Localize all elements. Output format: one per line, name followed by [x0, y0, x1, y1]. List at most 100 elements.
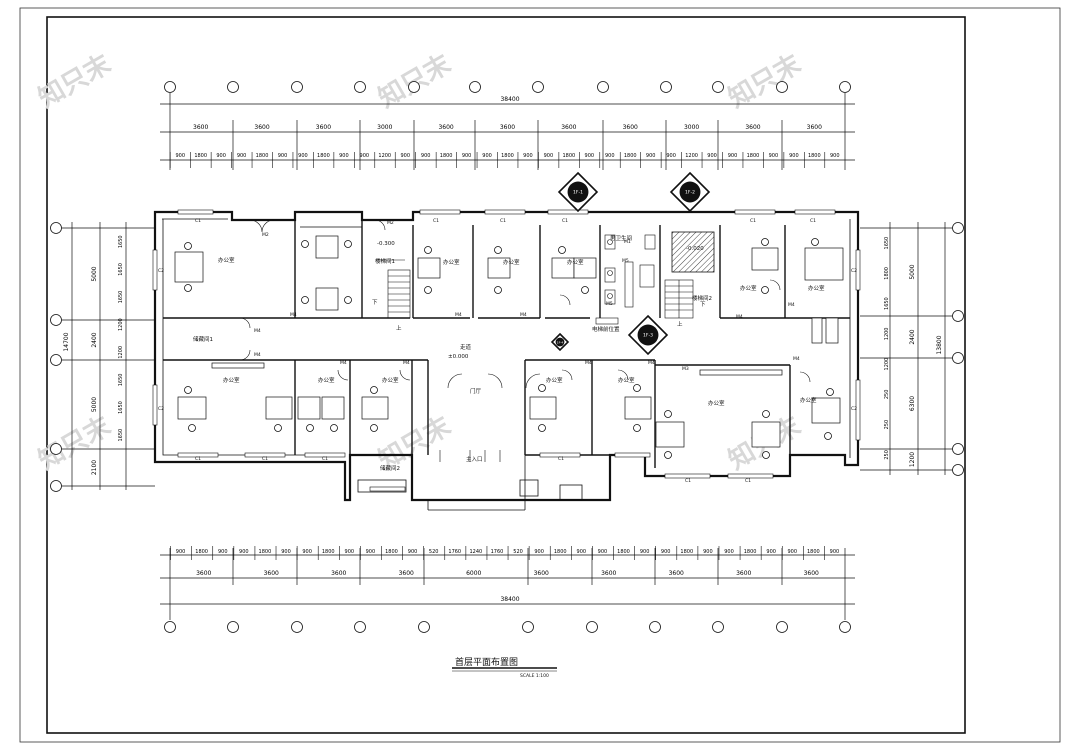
bottom-total-dimension: 38400 [500, 596, 519, 603]
bay-dimension: 3600 [561, 124, 576, 131]
sub-dimension: 900 [298, 153, 308, 159]
sub-dimension: 1800 [617, 549, 630, 555]
side-sub-dimension: 250 [884, 450, 890, 460]
sub-dimension: 900 [605, 153, 615, 159]
sub-dimension: 900 [523, 153, 533, 159]
door-tag: M4 [340, 360, 347, 366]
building-walls [153, 210, 860, 511]
room-labels: 办公室 办公室 办公室 办公室 办公室 办公室 办公室 办公室 办公室 办公室 … [193, 234, 825, 472]
window-tag: C1 [562, 218, 568, 224]
window-tag: C1 [685, 478, 691, 484]
side-dimension: 2400 [91, 332, 98, 347]
side-dimension: 1200 [909, 452, 916, 467]
sub-dimension: 1800 [744, 549, 757, 555]
bay-dimension: 3600 [807, 124, 822, 131]
section-mark-label: 1F-4 [557, 341, 564, 345]
window-tag: C1 [558, 456, 564, 462]
bay-dimension: 3600 [623, 124, 638, 131]
restroom-fixtures [595, 234, 656, 325]
elevation-stair-landing: -0.300 [377, 241, 395, 247]
side-dimension: 2400 [909, 329, 916, 344]
right-axis-lines [860, 222, 952, 475]
side-dimension: 6300 [909, 396, 916, 411]
sub-dimension: 1800 [259, 549, 272, 555]
side-sub-dimension: 250 [884, 390, 890, 400]
drawing-scale: SCALE 1:100 [520, 673, 549, 679]
sub-dimension: 1800 [256, 153, 269, 159]
sub-dimension: 900 [577, 549, 587, 555]
bay-dimension: 3600 [804, 570, 819, 577]
sub-dimension: 1800 [195, 549, 208, 555]
side-dimension: 5000 [91, 266, 98, 281]
door-tag: M4 [254, 328, 261, 334]
drawing-title: 首层平面布置图 [455, 656, 518, 668]
side-sub-dimension: 1650 [884, 237, 890, 250]
sheet-inner-frame [46, 16, 966, 734]
stair-down-label: 下 [700, 301, 706, 308]
sub-dimension: 900 [239, 549, 249, 555]
sub-dimension: 900 [281, 549, 291, 555]
room-label-office: 办公室 [808, 284, 825, 292]
window-tag: C2 [851, 268, 857, 274]
bay-dimension: 3600 [254, 124, 269, 131]
sub-dimension: 1800 [807, 549, 820, 555]
right-total-dimension: 13800 [936, 335, 943, 354]
sub-dimension: 900 [640, 549, 650, 555]
sub-dimension: 1800 [680, 549, 693, 555]
top-total-dimension: 38400 [500, 96, 519, 103]
office-furniture [174, 235, 844, 448]
hatched-shaft [671, 231, 715, 273]
sub-dimension: 520 [429, 549, 439, 555]
room-label-office: 办公室 [546, 376, 563, 384]
door-swings [239, 219, 811, 462]
sub-dimension: 900 [360, 153, 370, 159]
window-tag: C2 [158, 406, 164, 412]
sub-dimension: 900 [661, 549, 671, 555]
window-tag: C1 [322, 456, 328, 462]
room-label-stair2: 楼梯间2 [692, 294, 712, 302]
sub-dimension: 1800 [317, 153, 330, 159]
bay-dimension: 3600 [438, 124, 453, 131]
stair-up-label: 上 [677, 320, 683, 328]
sub-dimension: 900 [462, 153, 472, 159]
stair-down-label: 下 [372, 299, 378, 306]
bay-dimension: 3600 [331, 570, 346, 577]
door-tag: M4 [585, 360, 592, 366]
door-tag: M4 [254, 352, 261, 358]
sub-dimension: 900 [666, 153, 676, 159]
window-tag: C1 [500, 218, 506, 224]
sub-dimension: 900 [176, 549, 186, 555]
room-label-storage1: 储藏间1 [193, 335, 213, 343]
room-label-office: 办公室 [218, 256, 235, 264]
sub-dimension: 900 [707, 153, 717, 159]
stair-2 [664, 279, 694, 319]
room-label-office: 办公室 [443, 258, 460, 266]
sheet-outer-border [19, 7, 1061, 743]
sub-dimension: 1800 [554, 549, 567, 555]
room-label-office: 办公室 [223, 376, 240, 384]
room-label-restroom: 男卫生间 [610, 234, 632, 242]
sub-dimension: 1760 [491, 549, 504, 555]
window-tag: C1 [810, 218, 816, 224]
sub-dimension: 1200 [685, 153, 698, 159]
sub-dimension: 900 [218, 549, 228, 555]
elevation-floor: ±0.000 [448, 354, 469, 360]
side-sub-dimension: 1650 [118, 263, 124, 276]
door-tag: M1 [624, 239, 631, 245]
side-sub-dimension: 1650 [118, 401, 124, 414]
side-dimension: 2100 [91, 460, 98, 475]
door-tag: M4 [793, 356, 800, 362]
bay-dimension: 3600 [669, 570, 684, 577]
sub-dimension: 900 [400, 153, 410, 159]
room-label-lobby: 门厅 [470, 387, 482, 395]
section-mark-label: 1F-1 [573, 190, 583, 196]
side-sub-dimension: 1650 [118, 374, 124, 387]
window-tag: C1 [745, 478, 751, 484]
left-total-dimension: 14700 [63, 332, 70, 351]
sub-dimension: 900 [482, 153, 492, 159]
